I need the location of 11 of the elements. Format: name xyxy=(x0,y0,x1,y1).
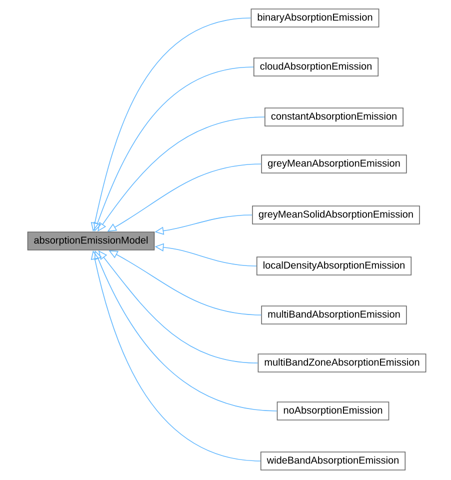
class-box: multiBandAbsorptionEmission xyxy=(261,306,407,324)
class-box: greyMeanAbsorptionEmission xyxy=(261,154,407,174)
class-box: noAbsorptionEmission xyxy=(276,402,390,420)
class-box: constantAbsorptionEmission xyxy=(264,108,404,126)
class-box: cloudAbsorptionEmission xyxy=(253,58,379,76)
base-class-box: absorptionEmissionModel xyxy=(27,232,155,250)
class-box: localDensityAbsorptionEmission xyxy=(256,256,412,276)
class-box: wideBandAbsorptionEmission xyxy=(260,452,406,470)
class-box: greyMeanSolidAbsorptionEmission xyxy=(252,206,420,224)
class-box: binaryAbsorptionEmission xyxy=(250,8,380,28)
class-box: multiBandZoneAbsorptionEmission xyxy=(258,354,426,372)
